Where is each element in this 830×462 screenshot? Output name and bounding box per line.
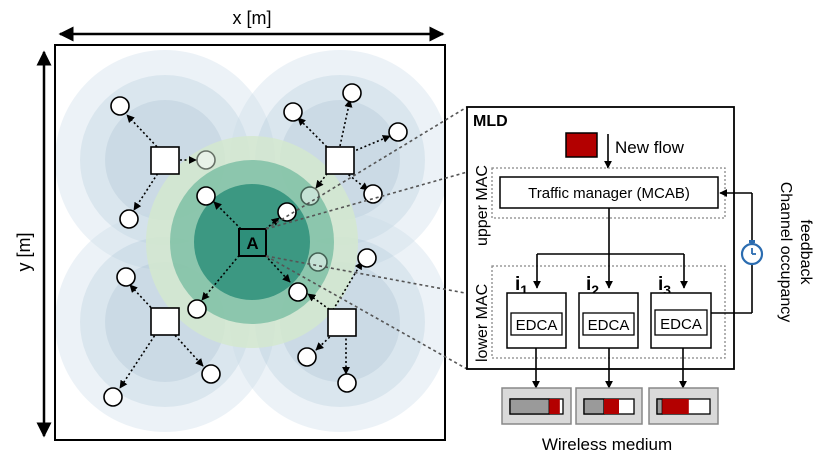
station	[187, 299, 207, 319]
stations	[103, 83, 408, 407]
channel-new-flow-segment	[549, 399, 560, 414]
edca-block-3: EDCA	[650, 292, 712, 349]
station	[308, 252, 328, 272]
edca-block-1: EDCA	[506, 292, 567, 349]
access-point	[327, 308, 357, 337]
mld-title: MLD	[473, 113, 508, 130]
channel-3	[648, 387, 719, 425]
channel-1	[501, 387, 572, 425]
access-point	[325, 146, 355, 175]
edca-label: EDCA	[516, 317, 558, 334]
routing-tree	[533, 208, 688, 289]
channel-new-flow-segment	[662, 399, 689, 414]
traffic-manager-box	[499, 176, 719, 209]
zoom-lines	[265, 106, 493, 370]
wireless-medium-label: Wireless medium	[542, 435, 672, 454]
station-links	[119, 99, 391, 389]
station	[283, 102, 303, 122]
channel-2	[575, 387, 643, 425]
edca-output-arrows	[532, 348, 687, 389]
edca-block-2: EDCA	[578, 292, 639, 349]
station	[297, 347, 317, 367]
interface-1-label: i1	[515, 274, 528, 298]
area-border	[54, 44, 446, 441]
x-axis: x [m]	[58, 8, 445, 42]
interface-2-label: i2	[586, 274, 599, 298]
feedback-label: Channel occupancy feedback	[777, 182, 814, 323]
edca-label: EDCA	[660, 316, 702, 333]
station	[288, 282, 308, 302]
access-points: A	[150, 146, 357, 337]
station	[196, 186, 216, 206]
station	[388, 122, 408, 142]
channel-busy-segment	[656, 398, 663, 415]
mld-block: MLD New flow upper MAC Traffic manager (…	[466, 106, 735, 389]
station	[196, 150, 216, 170]
station	[119, 209, 139, 229]
interface-labels: i1 i2 i3	[515, 274, 671, 298]
interface-3-label: i3	[658, 274, 671, 298]
y-axis-label: y [m]	[14, 233, 34, 272]
station	[300, 186, 320, 206]
flow-packet-icon	[565, 132, 598, 158]
channel-busy-segment	[509, 398, 550, 415]
feedback-label-line1: Channel occupancy	[777, 182, 794, 323]
station	[116, 267, 136, 287]
station	[277, 202, 297, 222]
traffic-manager-label: Traffic manager (MCAB)	[528, 185, 690, 202]
access-point	[150, 307, 180, 336]
wireless-channels: Wireless medium	[501, 387, 719, 454]
center-ap-label: A	[246, 234, 258, 253]
y-axis: y [m]	[14, 50, 52, 438]
station	[110, 96, 130, 116]
channel-new-flow-segment	[604, 399, 619, 414]
station	[357, 248, 377, 268]
station	[342, 83, 362, 103]
access-point	[150, 146, 180, 175]
center-access-point	[238, 228, 267, 257]
station	[337, 373, 357, 393]
station	[363, 184, 383, 204]
lower-mac-label: lower MAC	[474, 284, 491, 362]
channel-busy-segment	[583, 398, 605, 415]
feedback-label-line2: feedback	[797, 220, 814, 286]
stopwatch-icon	[740, 240, 764, 266]
new-flow-label: New flow	[615, 138, 685, 157]
edca-label: EDCA	[588, 317, 630, 334]
station	[103, 387, 123, 407]
x-axis-label: x [m]	[233, 8, 272, 28]
upper-mac-label: upper MAC	[474, 165, 491, 246]
station	[201, 364, 221, 384]
